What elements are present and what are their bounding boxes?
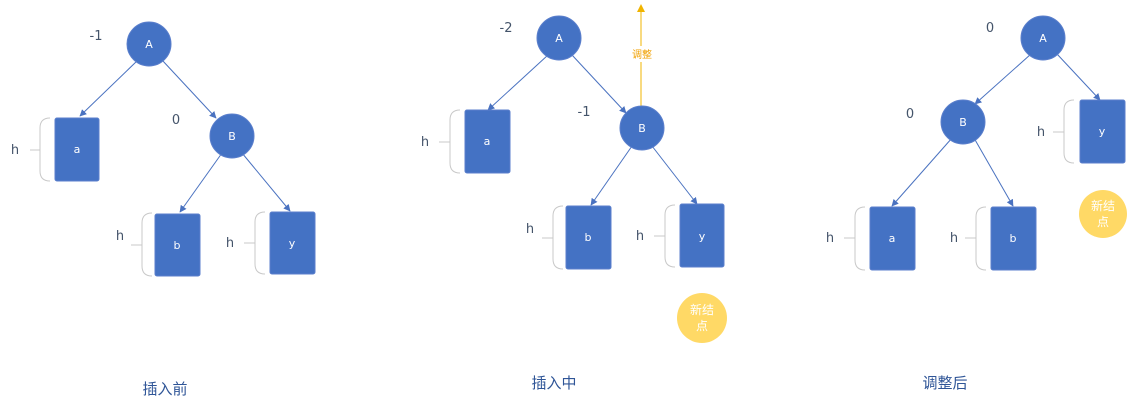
new-node [1079,190,1127,238]
height-bracket [854,206,866,271]
new-node-line1: 新结 [690,302,714,317]
new-node-line1: 新结 [1091,198,1115,213]
subtree-b-label: b [1010,232,1017,245]
edge-a-to-a [79,59,139,117]
height-label: h [116,229,124,244]
subtree-a [54,117,100,182]
node-a-label: A [555,32,563,45]
node-a-balance: 0 [986,21,994,36]
height-bracket [975,206,987,271]
node-b [940,99,986,145]
height-label: h [526,222,534,237]
height-label: h [950,231,958,246]
panel-during: 调整 A -2 B -1 h a h b h y 新结 点 插入中 [421,4,727,392]
subtree-a-label: a [74,143,81,156]
subtree-y-label: y [699,230,706,243]
node-a-label: A [1039,32,1047,45]
edge-a-to-y [1056,53,1101,101]
height-bracket [39,117,51,182]
subtree-y [1079,99,1126,164]
panel-before: A -1 B 0 h a h b h y 插入前 [11,21,316,398]
panel-caption: 插入前 [142,380,187,398]
edge-b-to-b [973,137,1014,207]
node-b [619,105,665,151]
subtree-a-label: a [484,135,491,148]
node-a-balance: -2 [500,21,513,36]
subtree-b [154,213,201,277]
height-bracket [449,109,461,174]
subtree-b-label: b [585,231,592,244]
node-a [536,15,582,61]
adjust-label: 调整 [632,48,652,61]
height-label: h [1037,125,1045,140]
node-a-label: A [145,38,153,51]
new-node-line2: 点 [1097,215,1109,229]
height-label: h [421,135,429,150]
panel-caption: 插入中 [531,374,576,392]
edge-b-to-b [590,145,633,206]
subtree-a [869,206,916,271]
node-a [1020,15,1066,61]
edge-a-to-b [571,54,627,114]
height-label: h [826,231,834,246]
node-b-label: B [228,130,236,143]
node-a [126,21,172,67]
edge-a-to-a [487,54,549,111]
height-bracket [552,205,564,270]
subtree-y-label: y [1099,125,1106,138]
edge-a-to-b [161,59,217,119]
subtree-y [679,203,725,268]
height-bracket [254,211,266,275]
edge-b-to-y [651,145,698,205]
node-b-balance: -1 [578,105,591,120]
height-label: h [636,229,644,244]
node-b-label: B [959,116,967,129]
subtree-b [565,205,612,270]
subtree-y-label: y [289,237,296,250]
height-label: h [11,143,19,158]
edge-b-to-a [891,137,953,207]
height-label: h [226,236,234,251]
node-b-label: B [638,122,646,135]
panel-caption: 调整后 [922,374,967,392]
edge-b-to-b [179,152,223,213]
node-b-balance: 0 [906,107,914,122]
subtree-b-label: b [174,239,181,252]
node-b [209,113,255,159]
height-bracket [664,204,676,268]
subtree-a-label: a [889,232,896,245]
edge-a-to-b [974,53,1032,105]
subtree-y [269,211,316,275]
node-b-balance: 0 [172,113,180,128]
subtree-a [464,109,511,174]
node-a-balance: -1 [90,29,103,44]
height-bracket [141,212,153,277]
new-node [677,293,727,343]
subtree-b [990,206,1037,271]
edge-b-to-y [241,152,291,212]
panel-after: A 0 B 0 h y 新结 点 h a h b 调整后 [826,15,1127,392]
height-bracket [1063,99,1075,164]
new-node-line2: 点 [696,319,708,333]
